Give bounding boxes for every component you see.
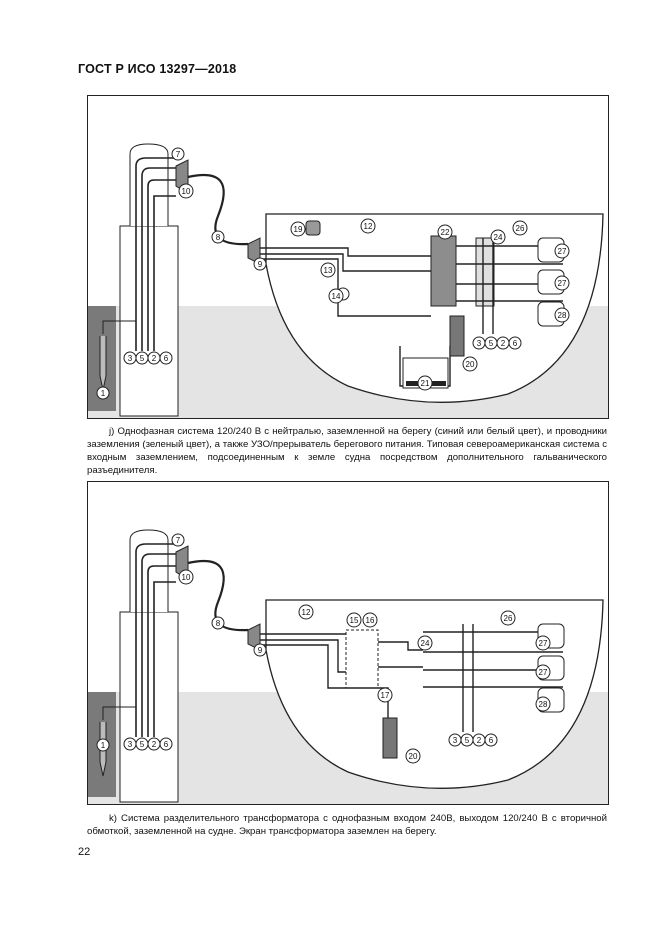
callout-circle: [253, 257, 267, 271]
callout-label: 17: [381, 691, 390, 700]
callout-label: 27: [539, 668, 548, 677]
callout-label: 5: [140, 740, 145, 749]
callout-circle: [96, 386, 110, 400]
callout-label: 3: [477, 339, 482, 348]
callout-circle: [508, 336, 522, 350]
callout-label: 10: [182, 187, 191, 196]
callout-circle: [484, 733, 498, 747]
callout-circle: [346, 612, 362, 628]
callout-circle: [362, 612, 378, 628]
callout-circle: [96, 738, 110, 752]
callout-circle: [211, 230, 225, 244]
callout-label: 24: [421, 639, 430, 648]
callout-label: 2: [501, 339, 506, 348]
callout-label: 8: [216, 619, 221, 628]
callout-label: 7: [176, 150, 181, 159]
callout-circle: [253, 643, 267, 657]
callout-label: 6: [164, 740, 169, 749]
callout-label: 5: [140, 354, 145, 363]
callout-label: 28: [558, 311, 567, 320]
callout-circle: [171, 533, 185, 547]
callout-label: 20: [466, 360, 475, 369]
callout-label: 6: [164, 354, 169, 363]
callout-circle: [437, 224, 453, 240]
figure-j-caption: j) Однофазная система 120/240 В с нейтра…: [87, 426, 607, 476]
callout-circle: [328, 288, 344, 304]
callout-circle: [211, 616, 225, 630]
callout-label: 16: [366, 616, 375, 625]
callout-label: 28: [539, 700, 548, 709]
callout-circle: [535, 635, 551, 651]
callout-circle: [290, 221, 306, 237]
callout-label: 22: [441, 228, 450, 237]
callout-circle: [417, 635, 433, 651]
callout-label: 5: [489, 339, 494, 348]
callout-label: 15: [350, 616, 359, 625]
callout-label: 1: [101, 389, 106, 398]
boat-hull: [265, 213, 604, 403]
callout-label: 3: [128, 740, 133, 749]
callout-label: 3: [128, 354, 133, 363]
callout-label: 9: [258, 260, 263, 269]
figure-k-caption: k) Система разделительного трансформатор…: [87, 813, 607, 837]
callout-label: 8: [216, 233, 221, 242]
callout-circle: [512, 220, 528, 236]
callout-label: 12: [302, 608, 311, 617]
callout-circle: [554, 275, 570, 291]
callout-circle: [535, 696, 551, 712]
callout-circle: [298, 604, 314, 620]
callout-circle: [500, 610, 516, 626]
callout-circle: [159, 737, 173, 751]
callout-label: 14: [332, 292, 341, 301]
callout-label: 21: [421, 379, 430, 388]
callout-label: 6: [513, 339, 518, 348]
callout-label: 13: [324, 266, 333, 275]
callout-label: 10: [182, 573, 191, 582]
callout-label: 2: [152, 740, 157, 749]
pedestal-top: [129, 529, 169, 612]
callout-circle: [554, 307, 570, 323]
callout-label: 27: [558, 247, 567, 256]
callout-label: 19: [294, 225, 303, 234]
callout-circle: [462, 356, 478, 372]
pedestal-top: [129, 143, 169, 226]
callout-label: 3: [453, 736, 458, 745]
callout-label: 24: [494, 233, 503, 242]
callout-label: 20: [409, 752, 418, 761]
callout-label: 26: [516, 224, 525, 233]
callout-label: 27: [558, 279, 567, 288]
callout-label: 2: [477, 736, 482, 745]
callout-circle: [377, 687, 393, 703]
callout-label: 26: [504, 614, 513, 623]
callout-label: 5: [465, 736, 470, 745]
document-header: ГОСТ Р ИСО 13297—2018: [78, 62, 237, 76]
callout-label: 6: [489, 736, 494, 745]
page-number: 22: [78, 846, 91, 858]
callout-circle: [178, 569, 194, 585]
callout-circle: [417, 375, 433, 391]
callout-label: 12: [364, 222, 373, 231]
callout-circle: [535, 664, 551, 680]
callout-label: 27: [539, 639, 548, 648]
callout-circle: [320, 262, 336, 278]
callout-label: 9: [258, 646, 263, 655]
callout-circle: [360, 218, 376, 234]
callout-label: 1: [101, 741, 106, 750]
callout-circle: [171, 147, 185, 161]
callout-circle: [554, 243, 570, 259]
callout-circle: [405, 748, 421, 764]
callout-label: 7: [176, 536, 181, 545]
callout-circle: [159, 351, 173, 365]
callout-label: 2: [152, 354, 157, 363]
callout-circle: [178, 183, 194, 199]
callout-circle: [490, 229, 506, 245]
